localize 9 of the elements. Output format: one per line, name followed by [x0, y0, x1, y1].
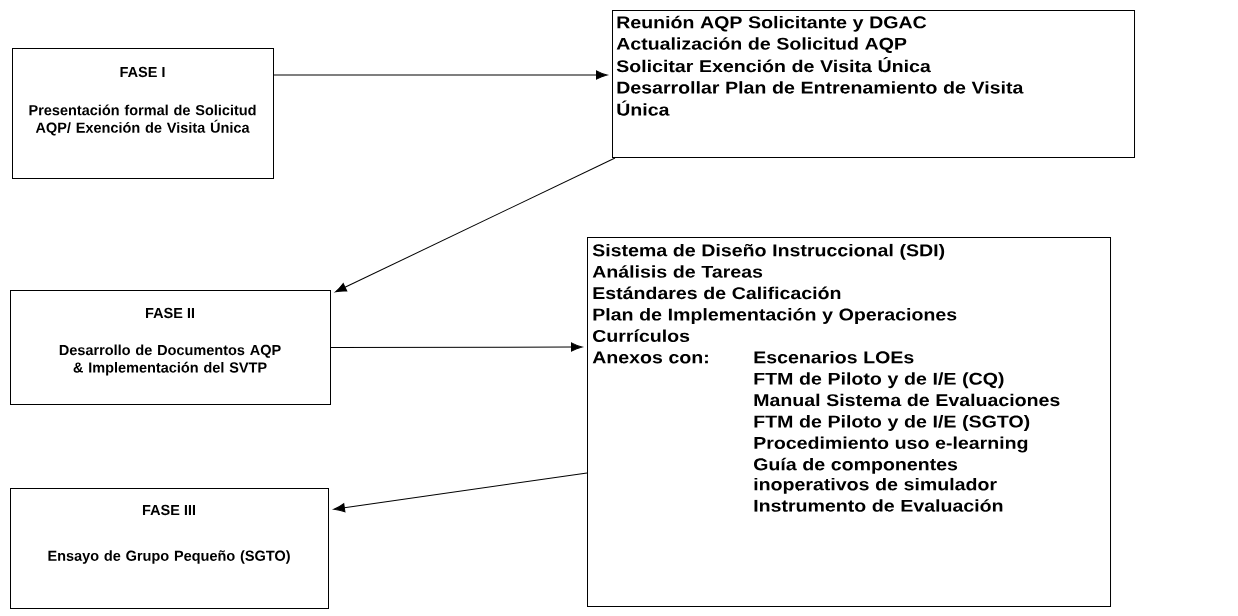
arrow [333, 472, 588, 513]
process-box: FASE III Ensayo de Grupo Pequeño (SGTO) [10, 488, 329, 609]
process-box: FASE I Presentación formal de Solicitud AQP/ Exención de Visita Única [12, 48, 274, 179]
process-box: FASE II Desarrollo de Documentos AQP & Implementación del SVTP [10, 290, 331, 405]
arrow [335, 157, 616, 293]
process-box: Reunión AQP Solicitante y DGAC Actualización de Solicitud AQP Solicitar Exención de Visita Única Desarrollar Plan de Entrenamiento de Visita Única [612, 10, 1135, 158]
arrow [330, 342, 583, 352]
process-box: Sistema de Diseño Instruccional (SDI) Análisis de Tareas Estándares de Calificación Plan de Implementación y Operaciones Currículos Anexos con: Escenarios LOEs FTM de Piloto y de I/E (CQ) Manual Sistema de Evaluaciones FTM de Piloto y de I/E (SGTO) Procedimiento uso e-learning Guía de componentes inoperativos de simulador Instrumento de Evaluación [587, 237, 1111, 607]
arrow [273, 70, 608, 80]
